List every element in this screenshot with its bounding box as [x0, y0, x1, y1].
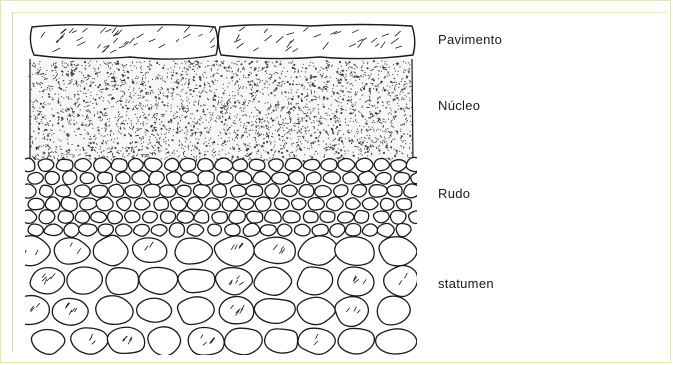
label-statumen: statumen [438, 276, 494, 291]
frame-top-rule [12, 12, 667, 13]
statumen-layer [20, 235, 418, 356]
label-rudo: Rudo [438, 186, 470, 201]
frame-left-rule [12, 12, 13, 352]
label-nucleo: Núcleo [438, 98, 480, 113]
rudo-layer [20, 157, 420, 237]
nucleo-layer [28, 59, 413, 165]
label-pavimento: Pavimento [438, 32, 502, 47]
road-cross-section-diagram [20, 15, 420, 357]
pavimento-layer [30, 25, 414, 60]
